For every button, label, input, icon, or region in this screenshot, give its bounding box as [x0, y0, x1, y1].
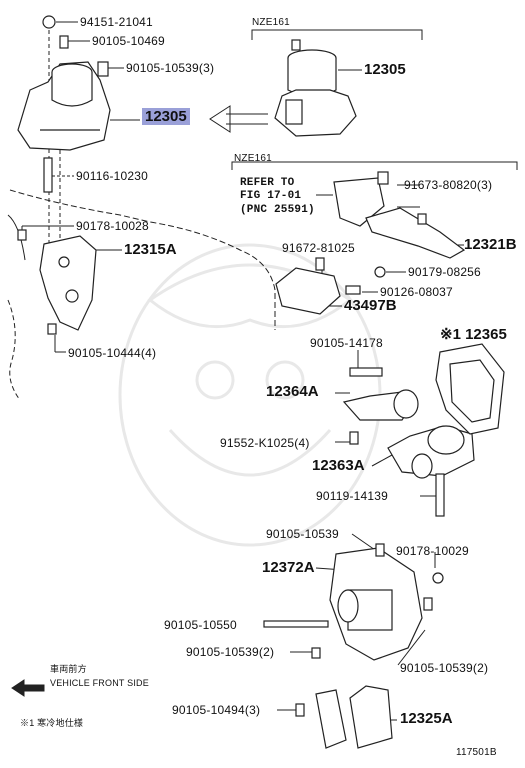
engine-mount-12305-left — [17, 15, 111, 193]
bracket-12325A — [295, 685, 393, 749]
part-90105-10550[interactable]: 90105-10550 — [164, 618, 237, 632]
highlight-badge: 12305 — [142, 108, 190, 125]
part-12372A[interactable]: 12372A — [262, 559, 315, 576]
part-12365[interactable]: ※1 12365 — [440, 326, 507, 343]
part-90105-10539[interactable]: 90105-10539 — [266, 527, 339, 541]
part-90105-10539-2-right[interactable]: 90105-10539(2) — [400, 661, 489, 675]
part-90105-10469[interactable]: 90105-10469 — [92, 34, 165, 48]
refer-line-1: REFER TO — [240, 177, 295, 189]
part-90105-14178[interactable]: 90105-14178 — [310, 336, 383, 350]
part-91552-K1025-4[interactable]: 91552-K1025(4) — [220, 436, 310, 450]
part-90119-14139[interactable]: 90119-14139 — [316, 489, 389, 503]
part-12363A[interactable]: 12363A — [312, 457, 365, 474]
part-12305-highlighted[interactable]: 12305 — [142, 108, 190, 125]
footnote: ※1 寒冷地仕様 — [20, 718, 84, 728]
part-43497B[interactable]: 43497B — [344, 297, 397, 314]
part-90126-08037[interactable]: 90126-08037 — [380, 285, 453, 299]
part-12364A[interactable]: 12364A — [266, 383, 319, 400]
refer-line-3: (PNC 25591) — [240, 204, 315, 216]
part-90178-10028[interactable]: 90178-10028 — [76, 219, 149, 233]
front-label-en: VEHICLE FRONT SIDE — [50, 678, 149, 688]
part-90105-10539-3[interactable]: 90105-10539(3) — [126, 61, 215, 75]
part-91672-81025[interactable]: 91672-81025 — [282, 241, 355, 255]
part-90105-10539-2-left[interactable]: 90105-10539(2) — [186, 645, 275, 659]
part-90178-10029[interactable]: 90178-10029 — [396, 544, 469, 558]
engine-mount-12305-nze161 — [274, 39, 357, 137]
bracket-12315A — [17, 229, 97, 335]
refer-line-2[interactable]: FIG 17-01 — [240, 190, 302, 202]
mount-12364A-12363A — [342, 367, 475, 517]
part-91673-80820-3[interactable]: 91673-80820(3) — [404, 178, 493, 192]
part-90179-08256[interactable]: 90179-08256 — [408, 265, 481, 279]
figure-number: 117501B — [456, 747, 497, 758]
bracket-43497B — [275, 257, 386, 315]
part-94151-21041[interactable]: 94151-21041 — [80, 15, 153, 29]
part-12315A[interactable]: 12315A — [124, 241, 177, 258]
part-12321B[interactable]: 12321B — [464, 236, 517, 253]
part-12305-nze161[interactable]: 12305 — [364, 61, 406, 78]
front-label-jp: 車両前方 — [50, 664, 87, 674]
mount-12372A — [263, 543, 444, 661]
part-90105-10444-4[interactable]: 90105-10444(4) — [68, 346, 157, 360]
heat-insulator-12365 — [435, 343, 505, 435]
variant-nze161-mid: NZE161 — [234, 153, 272, 164]
variant-nze161-top: NZE161 — [252, 17, 290, 28]
part-90105-10494-3[interactable]: 90105-10494(3) — [172, 703, 261, 717]
part-12325A[interactable]: 12325A — [400, 710, 453, 727]
bracket-12321B — [333, 171, 466, 259]
part-90116-10230[interactable]: 90116-10230 — [76, 169, 149, 183]
